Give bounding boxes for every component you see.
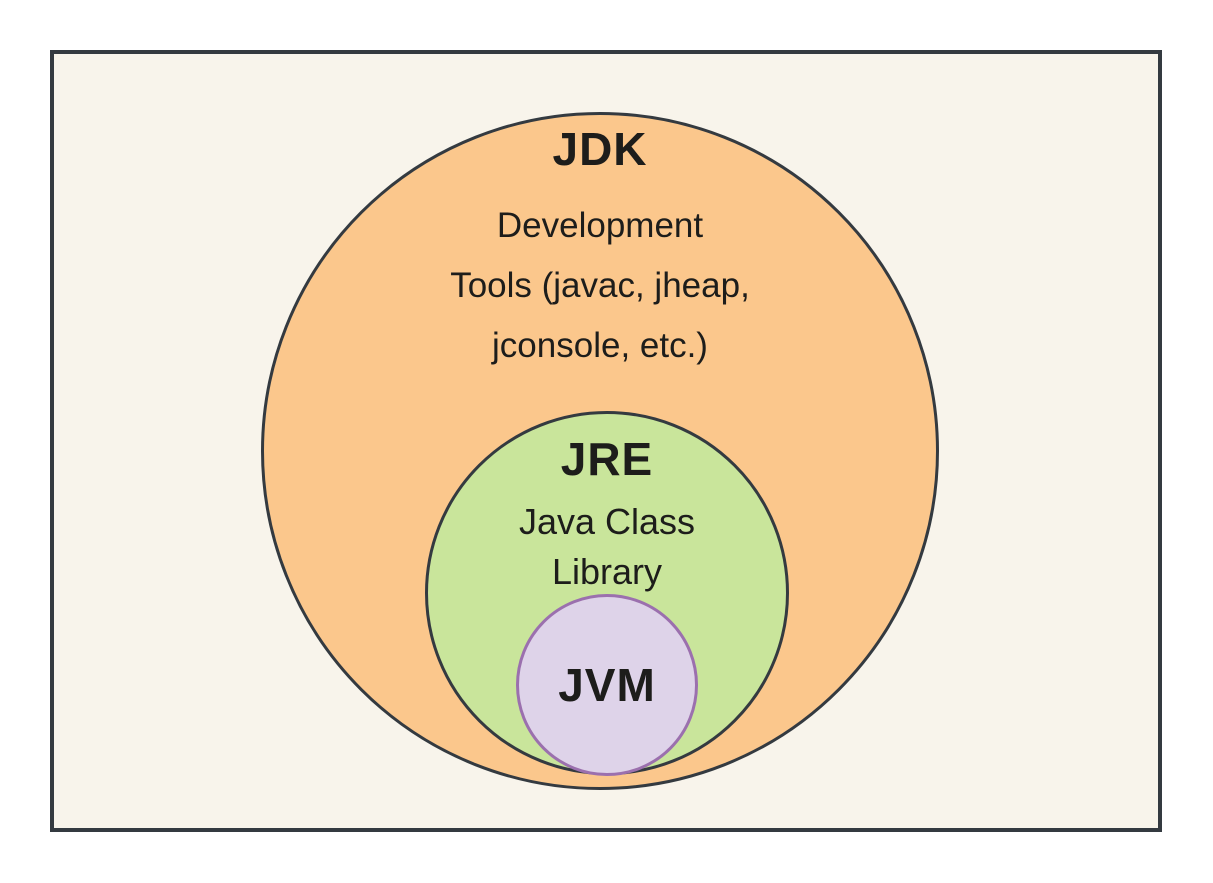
- jvm-circle: JVM: [516, 594, 698, 776]
- jvm-label: JVM: [558, 659, 656, 711]
